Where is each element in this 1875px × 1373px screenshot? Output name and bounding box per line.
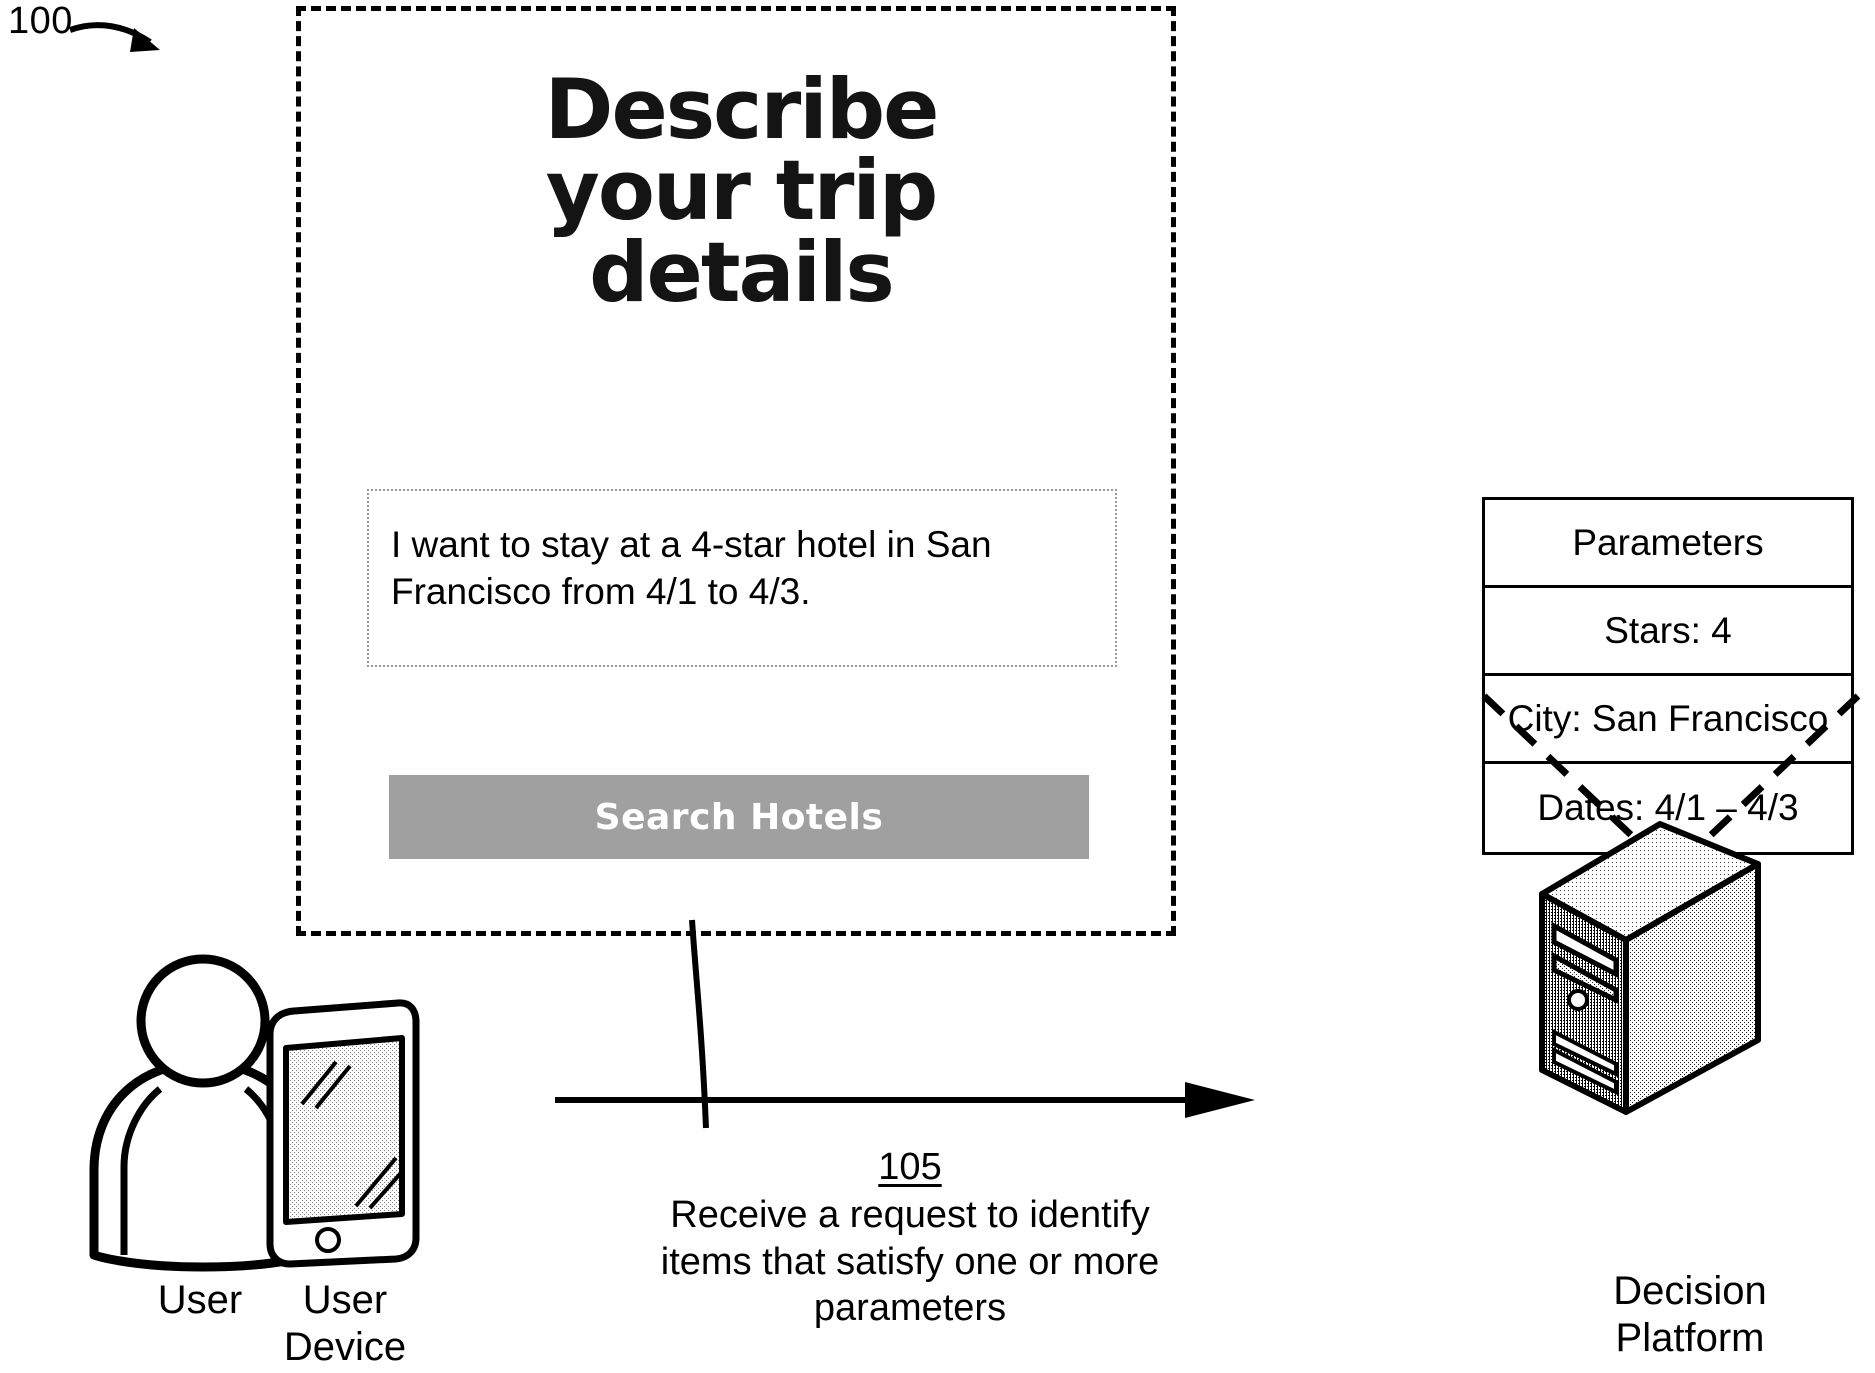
search-hotels-button[interactable]: Search Hotels — [389, 775, 1089, 859]
user-label-line-1: User — [157, 1278, 243, 1322]
flow-caption-line-2: items that satisfy one or more — [660, 1240, 1160, 1283]
user-device-screen-mockup: Describe your trip details I want to sta… — [296, 6, 1176, 936]
user-device-label: User Device — [230, 1277, 460, 1371]
user-device-label-line-2: Device — [283, 1325, 407, 1370]
parameters-table-row-city: City: San Francisco — [1485, 676, 1851, 764]
trip-input-line-2: Francisco from 4/1 to 4/3. — [391, 571, 811, 613]
mockup-heading: Describe your trip details — [301, 61, 1181, 321]
parameters-table-row-stars: Stars: 4 — [1485, 588, 1851, 676]
decision-platform-label-line-1: Decision — [1613, 1269, 1767, 1313]
parameters-table: Parameters Stars: 4 City: San Francisco … — [1482, 497, 1854, 855]
flow-step-reference: 105 — [878, 1146, 942, 1188]
figure-number-arrow — [68, 22, 160, 52]
trip-input-line-1: I want to stay at a 4-star hotel in San — [391, 524, 992, 565]
flow-step-caption: 105 Receive a request to identify items … — [560, 1144, 1260, 1331]
flow-caption-line-1: Receive a request to identify — [670, 1194, 1150, 1237]
user-label: User — [60, 1277, 340, 1324]
parameters-table-header: Parameters — [1485, 500, 1851, 588]
mockup-leader-line — [689, 919, 709, 1129]
trip-details-input[interactable]: I want to stay at a 4-star hotel in San … — [367, 489, 1117, 667]
flow-arrow — [555, 1082, 1255, 1118]
mockup-heading-line-3: details — [589, 223, 895, 321]
mockup-heading-line-2: your trip — [545, 142, 939, 240]
flow-caption-line-3: parameters — [813, 1287, 1007, 1330]
mockup-heading-line-1: Describe — [544, 61, 940, 158]
decision-platform-label-line-2: Platform — [1615, 1316, 1765, 1361]
user-device-label-line-1: User — [302, 1278, 388, 1322]
computer-tower-icon — [1539, 821, 1761, 1115]
tablet-icon — [266, 999, 420, 1268]
figure-number: 100 — [8, 0, 73, 42]
decision-platform-label: Decision Platform — [1520, 1268, 1860, 1362]
